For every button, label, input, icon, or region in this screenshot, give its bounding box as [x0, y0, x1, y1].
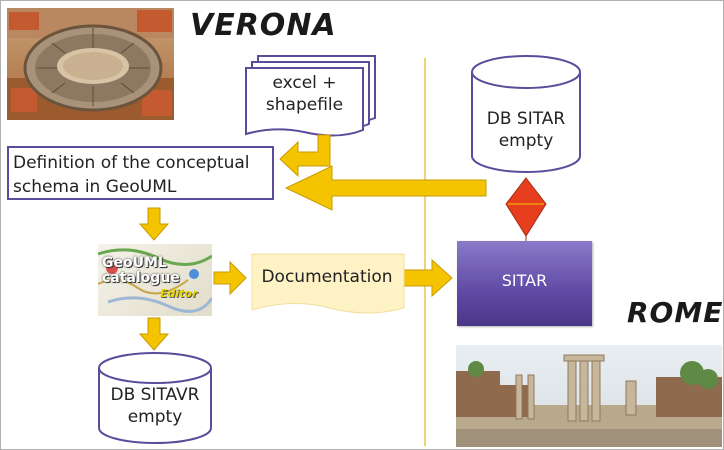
arrow-documentation-to-sitar — [403, 258, 453, 298]
arrow-schema-to-catalogue — [138, 207, 170, 241]
conceptual-schema-label: Definition of the conceptual schema in G… — [13, 153, 250, 197]
arrow-catalogue-to-dbsitavr — [138, 317, 170, 351]
sitar-label: SITAR — [501, 271, 548, 290]
db-sitar-label: DB SITAR empty — [486, 109, 566, 151]
excel-shapefile-stack — [245, 55, 376, 137]
db-sitavr-cylinder — [98, 352, 212, 444]
documentation-shape — [251, 253, 405, 314]
divider-line — [424, 58, 426, 446]
catalogue-editor-text: GeoUML catalogue Editor — [102, 255, 198, 301]
arrow-catalogue-to-documentation — [213, 260, 247, 296]
db-sitar-cylinder — [471, 55, 581, 173]
rome-forum-photo — [456, 345, 722, 447]
verona-title: VERONA — [190, 8, 337, 43]
verona-arena-photo — [7, 8, 174, 120]
documentation-label: Documentation — [261, 267, 393, 287]
rome-title: ROME — [627, 296, 724, 329]
excel-shapefile-label: excel + shapefile — [265, 73, 344, 115]
geouml-catalogue-editor-logo: GeoUML catalogue Editor — [98, 244, 212, 316]
sitar-box: SITAR — [457, 241, 592, 326]
db-sitavr-label: DB SITAVR empty — [110, 385, 200, 427]
conceptual-schema-box: Definition of the conceptual schema in G… — [7, 146, 274, 200]
arrow-excel-to-schema — [279, 134, 331, 178]
arrow-dbsitar-to-schema — [284, 165, 487, 211]
diamond-connector — [505, 177, 547, 237]
